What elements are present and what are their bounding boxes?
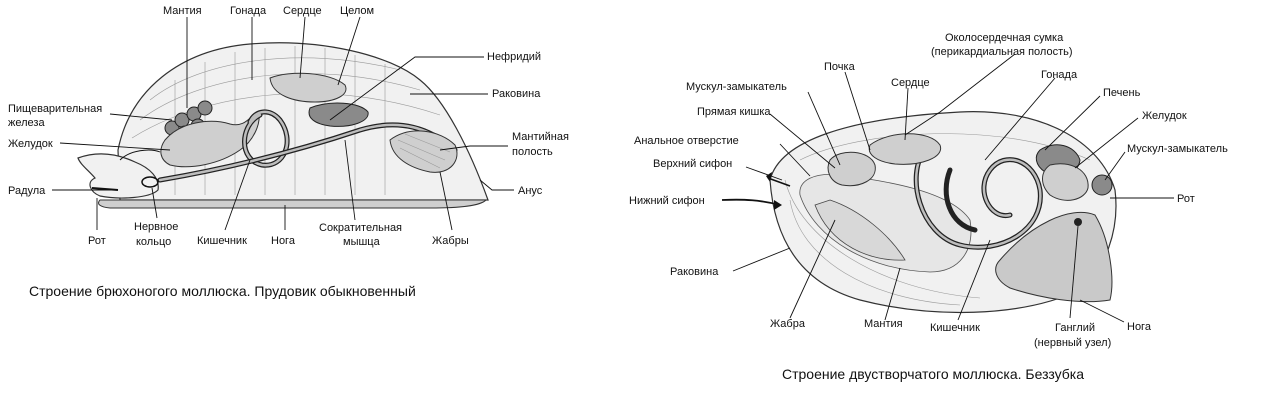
snail-label-gonad: Гонада (230, 5, 267, 17)
snail-label-nephridium: Нефридий (487, 51, 541, 63)
clam-label-shell: Раковина (670, 266, 719, 278)
snail-label-shell: Раковина (492, 88, 541, 100)
clam-gill-drawing (814, 199, 906, 261)
clam-heart-drawing (868, 133, 942, 165)
clam-label-foot: Нога (1127, 321, 1152, 333)
clam-label-liver: Печень (1103, 87, 1141, 99)
snail-label-mantle-cavity-2: полость (512, 146, 553, 158)
snail-diagram: Мантия Гонада Сердце Целом Нефридий Рако… (8, 5, 569, 299)
snail-heart-drawing (269, 72, 347, 103)
clam-label-mantle: Мантия (864, 318, 903, 330)
clam-label-anal-opening: Анальное отверстие (634, 135, 739, 147)
snail-label-radula: Радула (8, 185, 46, 197)
snail-label-mouth: Рот (88, 235, 106, 247)
clam-label-rectum: Прямая кишка (697, 106, 771, 118)
clam-kidney-drawing (827, 151, 876, 187)
snail-label-mantle-cavity-1: Мантийная (512, 131, 569, 143)
clam-stomach-drawing (1042, 163, 1089, 201)
clam-label-ganglion-2: (нервный узел) (1034, 337, 1111, 349)
clam-anterior-adductor-drawing (1091, 174, 1113, 196)
snail-label-stomach: Желудок (8, 138, 53, 150)
snail-label-muscle-2: мышца (343, 236, 381, 248)
snail-label-nerve-ring-2: кольцо (136, 236, 171, 248)
clam-label-heart: Сердце (891, 77, 930, 89)
clam-ganglion-drawing (1074, 218, 1082, 226)
clam-label-ganglion-1: Ганглий (1055, 322, 1095, 334)
snail-label-nerve-ring-1: Нервное (134, 221, 178, 233)
clam-label-kidney: Почка (824, 61, 856, 73)
snail-head-drawing (77, 153, 159, 199)
snail-label-anus: Анус (518, 185, 543, 197)
snail-label-heart: Сердце (283, 5, 322, 17)
clam-label-upper-siphon: Верхний сифон (653, 158, 732, 170)
snail-label-mantle: Мантия (163, 5, 202, 17)
snail-label-digestive-gland-1: Пищеварительная (8, 103, 102, 115)
snail-label-gills: Жабры (432, 235, 469, 247)
clam-label-mouth: Рот (1177, 193, 1195, 205)
clam-label-stomach: Желудок (1142, 110, 1187, 122)
clam-label-pericardium-1: Околосердечная сумка (945, 32, 1064, 44)
snail-label-foot: Нога (271, 235, 296, 247)
clam-foot-drawing (995, 211, 1113, 303)
snail-foot-drawing (97, 199, 488, 209)
snail-label-intestine: Кишечник (197, 235, 247, 247)
snail-gills-drawing (389, 130, 458, 173)
clam-label-pericardium-2: (перикардиальная полость) (931, 46, 1073, 58)
snail-label-muscle-1: Сократительная (319, 222, 402, 234)
snail-label-digestive-gland-2: железа (8, 117, 45, 129)
clam-label-adductor-post: Мускул-замыкатель (686, 81, 787, 93)
clam-label-gonad: Гонада (1041, 69, 1078, 81)
snail-nephridium-drawing (308, 102, 369, 127)
clam-label-intestine: Кишечник (930, 322, 980, 334)
clam-label-adductor-ant: Мускул-замыкатель (1127, 143, 1228, 155)
clam-label-gill: Жабра (770, 318, 806, 330)
clam-diagram: Околосердечная сумка (перикардиальная по… (629, 32, 1228, 382)
clam-label-lower-siphon: Нижний сифон (629, 195, 705, 207)
clam-caption: Строение двустворчатого моллюска. Беззуб… (782, 366, 1084, 382)
snail-caption: Строение брюхоногого моллюска. Прудовик … (29, 283, 416, 299)
snail-label-coelom: Целом (340, 5, 374, 17)
snail-stomach-drawing (160, 111, 260, 168)
